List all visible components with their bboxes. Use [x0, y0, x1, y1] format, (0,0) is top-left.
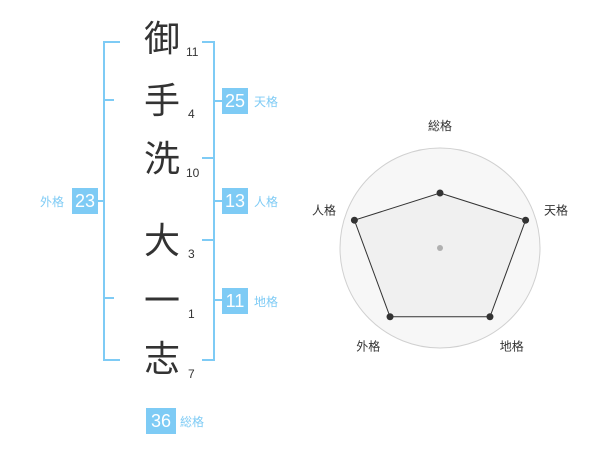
gaikaku-label: 外格	[40, 195, 65, 209]
radar-axis-label-4: 外格	[356, 339, 380, 354]
tenkaku-bracket	[202, 41, 215, 159]
name-char-2: 手	[143, 81, 180, 122]
tenkaku-label: 天格	[254, 95, 279, 109]
stroke-count-2: 4	[188, 107, 195, 121]
name-char-5: 一	[143, 281, 180, 322]
radar-axis-label-2: 天格	[544, 202, 568, 217]
jinkaku-label: 人格	[254, 195, 279, 209]
soukaku-label: 総格	[180, 415, 205, 429]
radar-axis-label-5: 人格	[312, 202, 336, 217]
name-char-4: 大	[143, 221, 180, 262]
gaikaku-bracket	[103, 41, 120, 361]
radar-point-1	[436, 189, 444, 197]
radar-point-4	[386, 313, 394, 321]
stroke-count-3: 10	[186, 166, 200, 180]
soukaku-value: 36	[146, 408, 176, 434]
chikaku-value: 11	[222, 288, 248, 314]
name-char-1: 御	[143, 19, 180, 60]
radar-axis-label-3: 地格	[500, 339, 524, 354]
jinkaku-value: 13	[222, 188, 248, 214]
radar-center-dot	[437, 245, 443, 251]
name-char-6: 志	[143, 339, 180, 380]
tenkaku-value: 25	[222, 88, 248, 114]
stroke-count-1: 11	[186, 45, 199, 59]
stroke-count-6: 7	[188, 367, 195, 381]
stroke-count-4: 3	[188, 247, 195, 261]
chikaku-bracket	[202, 239, 215, 361]
radar-point-2	[522, 216, 530, 224]
jinkaku-bracket	[202, 157, 215, 241]
chikaku-label: 地格	[254, 295, 279, 309]
radar-point-3	[486, 313, 494, 321]
stroke-count-5: 1	[188, 307, 195, 321]
gaikaku-value: 23	[72, 188, 98, 214]
radar-data-polygon	[353, 192, 527, 318]
radar-point-5	[350, 216, 358, 224]
name-char-3: 洗	[143, 139, 180, 180]
radar-axis-label-1: 総格	[428, 118, 452, 133]
